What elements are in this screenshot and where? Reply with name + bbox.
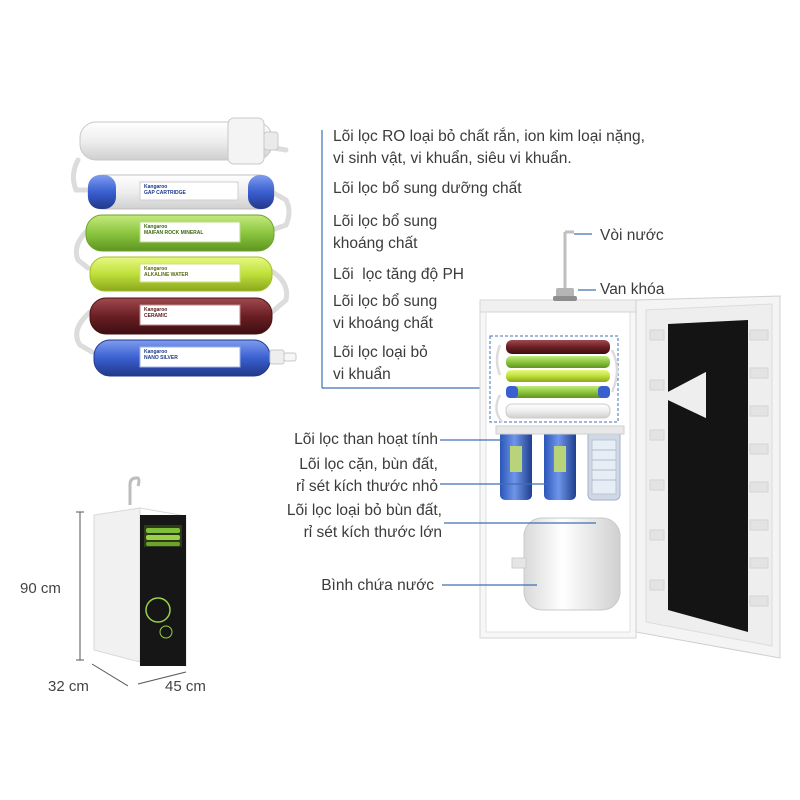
label-micromineral-line2: vi khoáng chất: [333, 315, 433, 332]
label-sediment-small: Lõi lọc cặn, bùn đất, rỉ sét kích thước …: [296, 454, 438, 498]
dimension-lines: [76, 511, 187, 687]
cartridge-6-text: Kangaroo NANO SILVER: [144, 349, 178, 361]
cartridge-5-text: Kangaroo CERAMIC: [144, 307, 167, 319]
label-sediment-large: Lõi lọc loại bỏ bùn đất, rỉ sét kích thư…: [287, 500, 442, 544]
cartridge-4-text: Kangaroo ALKALINE WATER: [144, 266, 188, 278]
label-carbon: Lõi lọc than hoạt tính: [294, 431, 438, 448]
ph-cartridge: [89, 256, 273, 292]
leader-lines-left: [321, 130, 488, 389]
label-ro: Lõi lọc RO loại bỏ chất rắn, ion kim loạ…: [333, 126, 645, 170]
cartridge-6-brand: Kangaroo: [144, 349, 168, 355]
label-nutrient: Lõi lọc bổ sung dưỡng chất: [333, 178, 522, 200]
label-bacteria-line2: vi khuẩn: [333, 366, 391, 383]
label-sediment-small-line2: rỉ sét kích thước nhỏ: [295, 478, 438, 495]
dimension-width: 45 cm: [165, 678, 206, 695]
label-ph: Lõi lọc tăng độ PH: [333, 264, 464, 286]
label-faucet: Vòi nước: [600, 227, 664, 244]
cartridge-2-brand: Kangaroo: [144, 184, 168, 190]
label-ro-line1: Lõi lọc RO loại bỏ chất rắn, ion kim loạ…: [333, 128, 645, 145]
cartridge-3-brand: Kangaroo: [144, 224, 168, 230]
leader-lines-right: [440, 233, 596, 586]
mineral-cartridge: [85, 214, 275, 252]
cartridge-4-brand: Kangaroo: [144, 266, 168, 272]
label-sediment-large-line2: rỉ sét kích thước lớn: [303, 524, 442, 541]
label-ph-line1: Lõi lọc tăng độ PH: [333, 266, 464, 283]
dimension-height: 90 cm: [20, 580, 61, 597]
label-micromineral: Lõi lọc bổ sung vi khoáng chất: [333, 291, 437, 335]
label-valve: Van khóa: [600, 281, 665, 298]
cartridge-6-type: NANO SILVER: [144, 355, 178, 361]
ro-cartridge: [79, 117, 279, 165]
label-mineral: Lõi lọc bổ sung khoáng chất: [333, 211, 437, 255]
cartridge-4-type: ALKALINE WATER: [144, 272, 189, 278]
micromineral-cartridge: [89, 297, 273, 335]
nutrient-cartridge: [87, 174, 275, 210]
cartridge-5-type: CERAMIC: [144, 313, 168, 319]
dimension-depth: 32 cm: [48, 678, 89, 695]
cartridge-3-text: Kangaroo MAIFAN ROCK MINERAL: [144, 224, 203, 236]
label-nutrient-line1: Lõi lọc bổ sung dưỡng chất: [333, 180, 522, 197]
small-cabinet: [93, 476, 187, 667]
label-micromineral-line1: Lõi lọc bổ sung: [333, 293, 438, 310]
cartridge-5-brand: Kangaroo: [144, 307, 168, 313]
label-sediment-small-line1: Lõi lọc cặn, bùn đất,: [299, 456, 438, 473]
label-ro-line2: vi sinh vật, vi khuẩn, siêu vi khuẩn.: [333, 150, 572, 167]
cartridge-3-type: MAIFAN ROCK MINERAL: [144, 230, 204, 236]
label-sediment-large-line1: Lõi lọc loại bỏ bùn đất,: [286, 502, 442, 519]
bacteria-cartridge: [93, 339, 297, 377]
label-bacteria-line1: Lõi lọc loại bỏ: [333, 344, 428, 361]
label-bacteria: Lõi lọc loại bỏ vi khuẩn: [333, 342, 428, 386]
label-mineral-line1: Lõi lọc bổ sung: [333, 213, 438, 230]
label-tank: Bình chứa nước: [321, 577, 434, 594]
big-cabinet: [479, 230, 781, 659]
cartridge-2-text: Kangaroo GAP CARTRIDGE: [144, 184, 186, 196]
label-mineral-line2: khoáng chất: [333, 235, 418, 252]
cartridge-2-type: GAP CARTRIDGE: [144, 190, 186, 196]
